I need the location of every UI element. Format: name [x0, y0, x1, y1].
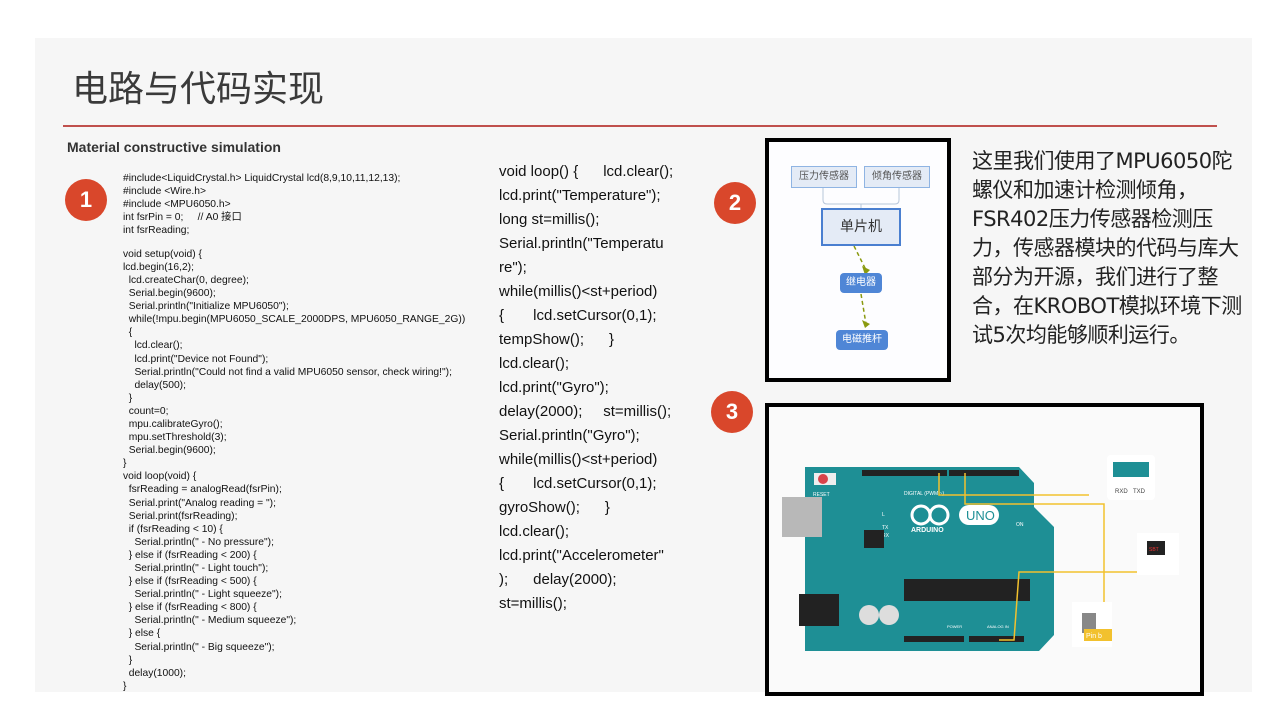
code-line: fsrReading = analogRead(fsrPin); — [123, 484, 282, 496]
code-line: } else if (fsrReading < 800) { — [123, 602, 257, 614]
code-line: long st=millis(); — [499, 211, 600, 228]
code-line: mpu.calibrateGyro(); — [123, 418, 223, 430]
node-actuator: 电磁推杆 — [836, 330, 888, 350]
code-block-left: #include<LiquidCrystal.h> LiquidCrystal … — [123, 172, 465, 693]
digital-label: DIGITAL (PWM ~) — [904, 491, 944, 497]
code-line: Serial.println(" - Big squeeze"); — [123, 641, 275, 653]
code-line: delay(500); — [123, 379, 186, 391]
page-title: 电路与代码实现 — [72, 69, 325, 110]
on-label: ON — [1016, 522, 1024, 528]
code-line: { — [123, 327, 133, 339]
arduino-board-illustration: RESET DIGITAL (PWM ~) ARDUINO UNO ON L T… — [782, 455, 1179, 651]
svg-text:Pin b: Pin b — [1086, 633, 1102, 640]
code-line: { lcd.setCursor(0,1); — [499, 307, 657, 324]
flow-diagram: 压力传感器 倾角传感器 单片机 继电器 电磁推杆 — [765, 138, 951, 382]
chip-icon — [904, 579, 1030, 601]
svg-text:TXD: TXD — [1133, 489, 1146, 495]
code-line: } else { — [123, 628, 161, 640]
code-line: } — [123, 680, 127, 692]
code-line: Serial.println(" - Light squeeze"); — [123, 589, 282, 601]
code-line: lcd.clear(); — [123, 340, 183, 352]
code-line: while(millis()<st+period) — [499, 283, 658, 300]
code-line: { lcd.setCursor(0,1); — [499, 475, 657, 492]
power-jack-icon — [799, 594, 839, 626]
arduino-logo-text: ARDUINO — [911, 527, 944, 534]
code-line: } else if (fsrReading < 500) { — [123, 576, 257, 588]
code-line: lcd.print("Temperature"); — [499, 187, 661, 204]
code-line: } — [123, 458, 127, 470]
code-line — [123, 237, 465, 247]
code-line: lcd.print("Gyro"); — [499, 379, 609, 396]
code-line: gyroShow(); } — [499, 499, 610, 516]
code-line: ); delay(2000); — [499, 571, 617, 588]
code-line: Serial.println(" - Medium squeeze"); — [123, 615, 297, 627]
code-line: Serial.begin(9600); — [123, 445, 216, 457]
code-line: lcd.print("Device not Found"); — [123, 353, 269, 365]
reset-button-icon — [818, 474, 828, 484]
reset-label: RESET — [813, 492, 830, 498]
svg-text:ANALOG IN: ANALOG IN — [987, 624, 1009, 629]
code-line: st=millis(); — [499, 595, 567, 612]
code-line: } else if (fsrReading < 200) { — [123, 549, 257, 561]
section-subtitle: Material constructive simulation — [67, 139, 281, 155]
code-line: while(millis()<st+period) — [499, 451, 658, 468]
code-line: #include<LiquidCrystal.h> LiquidCrystal … — [123, 173, 401, 184]
code-line: Serial.print(fsrReading); — [123, 510, 238, 522]
code-line: lcd.clear(); — [499, 355, 570, 372]
code-line: int fsrReading; — [123, 225, 190, 237]
uno-label: UNO — [966, 508, 995, 523]
usb-port-icon — [782, 497, 822, 537]
code-line: count=0; — [123, 405, 169, 417]
code-line: delay(2000); st=millis(); — [499, 403, 672, 420]
code-line: delay(1000); — [123, 667, 186, 679]
code-line: if (fsrReading < 10) { — [123, 523, 223, 535]
code-line: Serial.println("Could not find a valid M… — [123, 366, 452, 378]
code-line: Serial.print("Analog reading = "); — [123, 497, 276, 509]
diagram-connectors — [822, 188, 900, 328]
svg-text:POWER: POWER — [947, 624, 962, 629]
code-line: Serial.begin(9600); — [123, 288, 216, 300]
code-line: Serial.println("Initialize MPU6050"); — [123, 301, 289, 313]
code-line: Serial.println("Gyro"); — [499, 427, 640, 444]
code-line: } — [123, 654, 133, 666]
code-line: while(!mpu.begin(MPU6050_SCALE_2000DPS, … — [123, 314, 466, 326]
code-line: Serial.println(" - Light touch"); — [123, 563, 269, 575]
svg-text:RX: RX — [882, 533, 890, 539]
arduino-simulation: RESET DIGITAL (PWM ~) ARDUINO UNO ON L T… — [765, 403, 1204, 696]
step-badge-2: 2 — [714, 182, 756, 224]
node-relay: 继电器 — [840, 273, 882, 293]
step-badge-1: 1 — [65, 179, 107, 221]
code-line: lcd.createChar(0, degree); — [123, 274, 249, 286]
step-badge-3: 3 — [711, 391, 753, 433]
title-divider — [63, 125, 1217, 127]
code-line: Serial.println(" - No pressure"); — [123, 536, 274, 548]
node-tilt-sensor: 倾角传感器 — [864, 166, 930, 188]
svg-text:TX: TX — [882, 525, 889, 531]
code-line: void loop() { lcd.clear(); — [499, 163, 674, 180]
code-line: int fsrPin = 0; // A0 接口 — [123, 212, 242, 224]
code-line: #include <Wire.h> — [123, 186, 206, 198]
code-line: tempShow(); } — [499, 331, 615, 348]
code-line: } — [123, 392, 133, 404]
node-mcu: 单片机 — [821, 208, 901, 246]
code-line: re"); — [499, 259, 527, 276]
code-line: lcd.clear(); — [499, 523, 570, 540]
code-line: lcd.begin(16,2); — [123, 261, 194, 273]
svg-text:SBT: SBT — [1149, 547, 1159, 553]
code-line: void setup(void) { — [123, 248, 202, 260]
code-line: void loop(void) { — [123, 471, 197, 483]
code-line: Serial.println("Temperatu — [499, 235, 664, 252]
svg-text:RXD: RXD — [1115, 489, 1128, 495]
wire — [938, 473, 1149, 641]
code-line: mpu.setThreshold(3); — [123, 432, 227, 444]
code-line: lcd.print("Accelerometer" — [499, 547, 664, 564]
svg-text:L: L — [882, 512, 885, 518]
code-block-right: void loop() { lcd.clear(); lcd.print("Tem… — [499, 160, 673, 616]
code-line: #include <MPU6050.h> — [123, 199, 231, 211]
description-text: 这里我们使用了MPU6050陀螺仪和加速计检测倾角，FSR402压力传感器检测压… — [972, 149, 1242, 347]
node-pressure-sensor: 压力传感器 — [791, 166, 857, 188]
